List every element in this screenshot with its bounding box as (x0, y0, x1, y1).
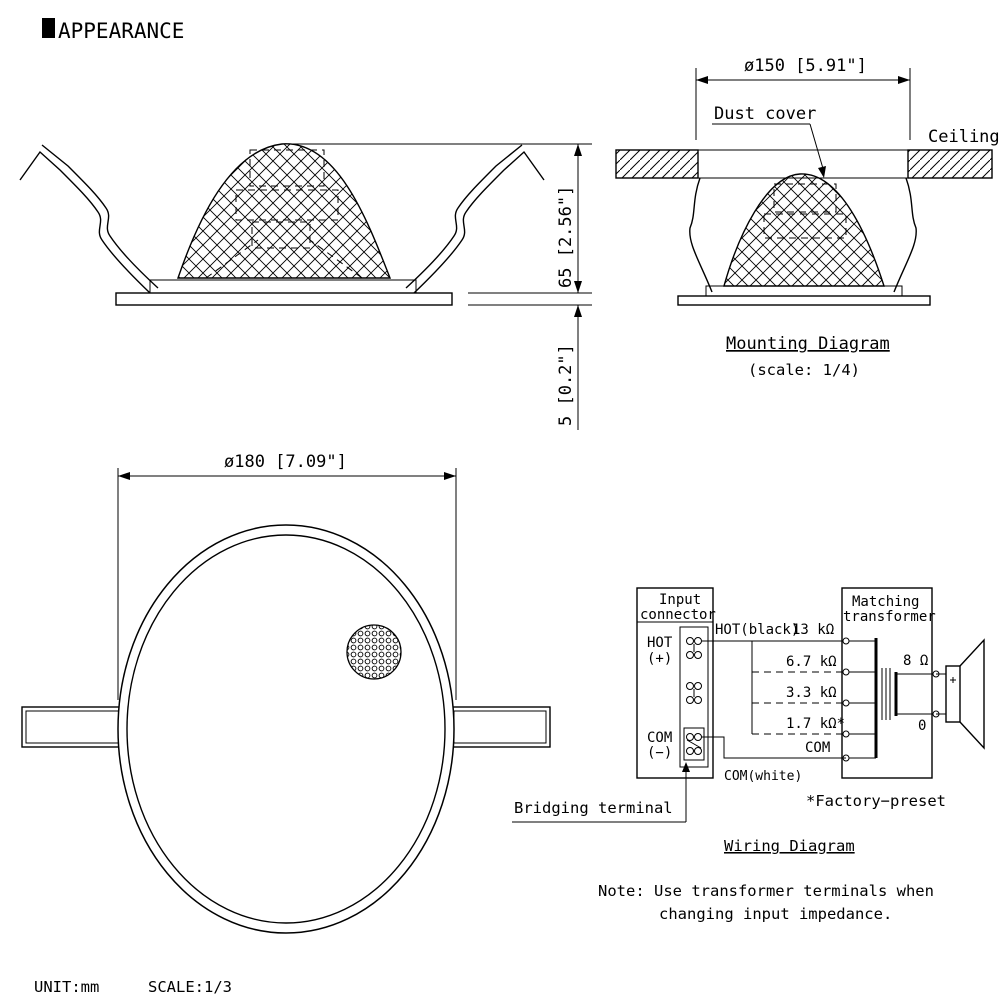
com-sign: (−) (647, 745, 672, 761)
wiring-caption: Wiring Diagram (724, 837, 855, 855)
hot-black-label: HOT(black) (715, 622, 799, 638)
spring-clip-right (413, 150, 545, 294)
dust-cover-label: Dust cover (714, 104, 816, 124)
output-0-label: 0 (918, 718, 926, 734)
terminal-middle (686, 682, 702, 704)
unit-label: UNIT:mm (34, 978, 99, 996)
wiring-note-line-1: Note: Use transformer terminals when (598, 882, 934, 900)
mounted-flange (677, 295, 931, 306)
footer: UNIT:mm SCALE:1/3 (34, 978, 232, 996)
output-8ohm-label: 8 Ω (903, 653, 928, 669)
flange-dimension: 5 [0.2"] (556, 344, 576, 426)
mounted-dome (723, 173, 885, 287)
tap-33k-label: 3.3 kΩ (786, 685, 837, 701)
transformer-title-1: Matching (852, 594, 919, 610)
ceiling-left (615, 149, 699, 179)
spring-tab-right (449, 706, 551, 748)
com-white-label: COM(white) (724, 769, 802, 784)
tap-67k-label: 6.7 kΩ (786, 654, 837, 670)
wiring-diagram: Input connector HOT (+) COM (−) Matching… (512, 587, 985, 923)
terminal-strip (679, 626, 709, 768)
ceiling-label: Ceiling (928, 127, 1000, 147)
outer-ring (117, 524, 455, 934)
hot-sign: (+) (647, 651, 672, 667)
hot-wire (702, 640, 753, 734)
grille-dome (177, 143, 392, 279)
spring-clip-left (19, 150, 151, 294)
speaker-base-ring (149, 279, 417, 294)
mounting-diagram: ø150 [5.91"] Ceiling Dust cover Mounting… (615, 56, 1000, 379)
front-view: ø180 [7.09"] (21, 452, 551, 934)
transformer-box (841, 587, 933, 779)
com-tap-label: COM (805, 740, 830, 756)
header-square-icon (42, 18, 55, 38)
ceiling-right (907, 149, 993, 179)
factory-preset-note: *Factory−preset (806, 792, 946, 810)
bridging-terminal (683, 727, 705, 761)
bridging-terminal-label: Bridging terminal (514, 799, 673, 817)
mounting-caption: Mounting Diagram (726, 334, 890, 354)
speaker-flange (115, 292, 453, 306)
side-view: 65 [2.56"] 5 [0.2"] (19, 143, 592, 430)
speaker-icon (945, 665, 961, 723)
spring-tab-left (21, 706, 125, 748)
com-wire (702, 736, 846, 759)
input-connector-box (636, 587, 714, 779)
tap-terminals (842, 637, 850, 762)
mounting-scale: (scale: 1/4) (748, 361, 860, 379)
wiring-note-line-2: changing input impedance. (659, 905, 892, 923)
page-title: APPEARANCE (58, 19, 184, 43)
tap-13k-label: 13 kΩ (792, 622, 834, 638)
terminal-com (686, 733, 702, 755)
header: APPEARANCE (42, 18, 184, 43)
input-connector-title-1: Input (659, 592, 701, 608)
inner-ring (126, 534, 446, 924)
terminal-hot (686, 637, 702, 659)
transformer-title-2: transformer (843, 609, 936, 625)
scale-label: SCALE:1/3 (148, 978, 232, 996)
mounting-width-dimension: ø150 [5.91"] (744, 56, 867, 76)
tap-17k-label: 1.7 kΩ* (786, 716, 845, 732)
front-width-dimension: ø180 [7.09"] (224, 452, 347, 472)
com-label: COM (647, 730, 672, 746)
hot-label: HOT (647, 635, 673, 651)
height-dimension: 65 [2.56"] (556, 186, 576, 288)
input-connector-title-2: connector (640, 607, 716, 623)
